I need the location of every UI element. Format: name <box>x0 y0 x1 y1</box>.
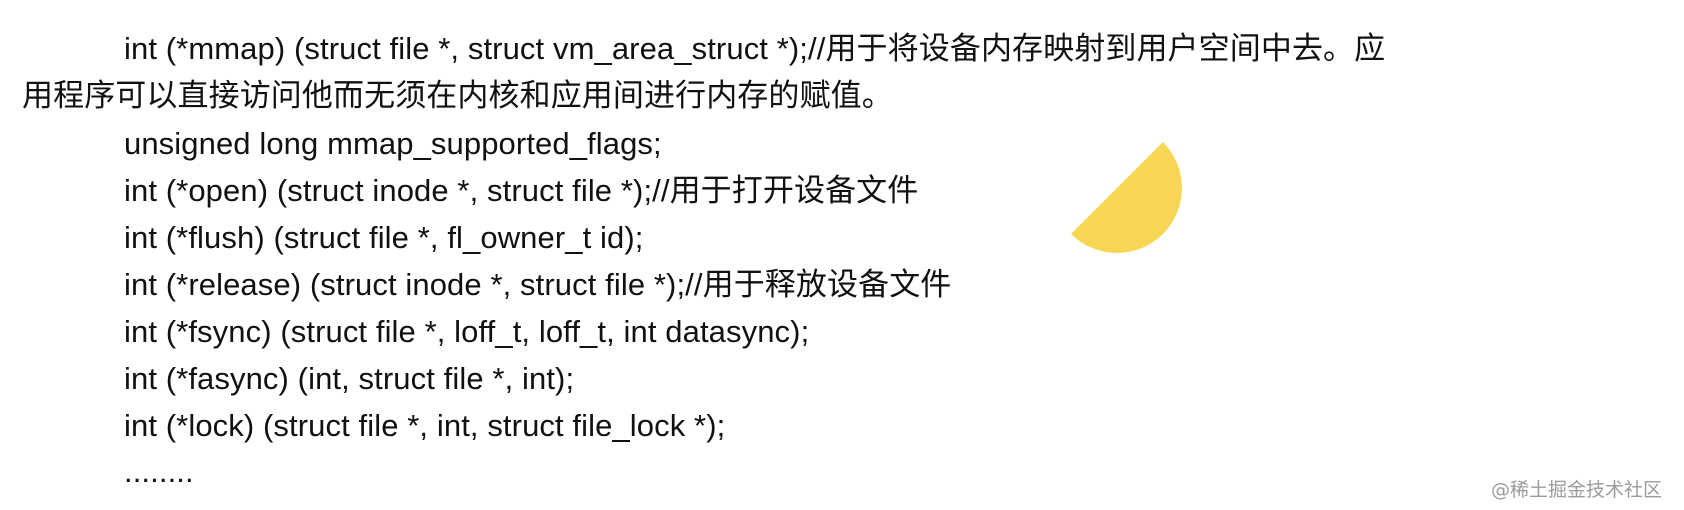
code-line-mmap: int (*mmap) (struct file *, struct vm_ar… <box>124 31 1386 66</box>
cursor-highlight-icon <box>1052 123 1182 253</box>
watermark-text: @稀土掘金技术社区 <box>1490 479 1662 501</box>
code-line-mmap-continuation: 用程序可以直接访问他而无须在内核和应用间进行内存的赋值。 <box>22 78 893 113</box>
code-line-fsync: int (*fsync) (struct file *, loff_t, lof… <box>124 314 810 349</box>
code-line-mmap-supported-flags: unsigned long mmap_supported_flags; <box>124 126 662 161</box>
code-line-flush: int (*flush) (struct file *, fl_owner_t … <box>124 220 644 255</box>
code-line-ellipsis: ........ <box>124 454 194 489</box>
code-line-open: int (*open) (struct inode *, struct file… <box>124 173 919 208</box>
code-line-release: int (*release) (struct inode *, struct f… <box>124 267 952 302</box>
code-line-fasync: int (*fasync) (int, struct file *, int); <box>124 361 575 396</box>
code-line-lock: int (*lock) (struct file *, int, struct … <box>124 408 726 443</box>
